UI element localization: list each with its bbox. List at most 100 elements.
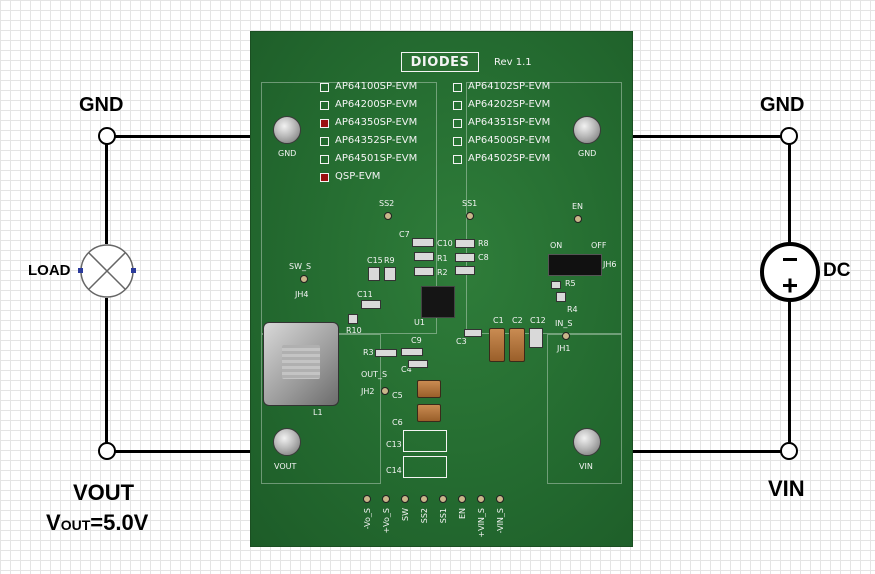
en-testpoint bbox=[574, 215, 582, 223]
r2-label: R2 bbox=[437, 268, 448, 277]
vin-post bbox=[573, 428, 601, 456]
wire-gnd-left-horizontal bbox=[107, 135, 252, 138]
c13-label: C13 bbox=[386, 440, 402, 449]
u1-ic bbox=[421, 286, 455, 318]
ss2-testpoint bbox=[384, 212, 392, 220]
variant-label-ap64351sp: AP64351SP-EVM bbox=[468, 117, 551, 128]
header-label-vin-s-pos: +VIN_S bbox=[477, 508, 486, 538]
evaluation-board: DIODES Rev 1.1 AP64100SP-EVM AP64200SP-E… bbox=[250, 31, 633, 547]
part-r9 bbox=[384, 267, 396, 281]
jh2-testpoint bbox=[381, 387, 389, 395]
diodes-logo: DIODES bbox=[401, 52, 479, 72]
wire-vin-horizontal bbox=[630, 450, 790, 453]
on-label: ON bbox=[550, 241, 563, 250]
capacitor-c5 bbox=[417, 380, 441, 398]
wire-right-vertical-top bbox=[788, 137, 791, 244]
vin-post-label: VIN bbox=[579, 462, 593, 471]
jh4-testpoint bbox=[300, 275, 308, 283]
variant-label-qsp: QSP-EVM bbox=[335, 171, 381, 182]
header-label-sw: SW bbox=[401, 508, 410, 521]
header-label-vin-s-neg: -VIN_S bbox=[496, 508, 505, 534]
vout-label: VOUT bbox=[73, 480, 135, 505]
gnd-right-terminal bbox=[780, 127, 798, 145]
variant-label-ap64200sp: AP64200SP-EVM bbox=[335, 99, 418, 110]
r9-label: R9 bbox=[384, 256, 395, 265]
variant-checkbox-ap64100sp bbox=[320, 83, 329, 92]
header-label-en: EN bbox=[458, 508, 467, 520]
variant-label-ap64202sp: AP64202SP-EVM bbox=[468, 99, 551, 110]
part-c12 bbox=[529, 328, 543, 348]
c9-label: C9 bbox=[411, 336, 422, 345]
c14-label: C14 bbox=[386, 466, 402, 475]
part-c3 bbox=[464, 329, 482, 337]
variant-label-ap64500sp: AP64500SP-EVM bbox=[468, 135, 551, 146]
jh4-label: JH4 bbox=[295, 290, 309, 299]
jh1-testpoint bbox=[562, 332, 570, 340]
variant-checkbox-ap64500sp bbox=[453, 137, 462, 146]
en-jumper-header[interactable] bbox=[548, 254, 602, 276]
header-label-ss1: SS1 bbox=[439, 508, 448, 524]
gnd-right-post-label: GND bbox=[578, 149, 597, 158]
vin-terminal bbox=[780, 442, 798, 460]
variant-label-ap64100sp: AP64100SP-EVM bbox=[335, 81, 418, 92]
header-pin-7 bbox=[477, 495, 485, 503]
header-label-vo-s-neg: -Vo_S bbox=[363, 508, 372, 530]
sw-s-label: SW_S bbox=[289, 262, 312, 271]
gnd-left-post-label: GND bbox=[278, 149, 297, 158]
gnd-left-terminal bbox=[98, 127, 116, 145]
jh2-label: JH2 bbox=[361, 387, 375, 396]
gnd-left-label: GND bbox=[79, 94, 124, 116]
part-c15 bbox=[368, 267, 380, 281]
header-pin-2 bbox=[382, 495, 390, 503]
wire-left-vertical-top bbox=[105, 137, 108, 244]
inductor-marking bbox=[282, 345, 320, 379]
c8-label: C8 bbox=[478, 253, 489, 262]
variant-label-ap64501sp: AP64501SP-EVM bbox=[335, 153, 418, 164]
part-r5 bbox=[551, 281, 561, 289]
variant-label-ap64352sp: AP64352SP-EVM bbox=[335, 135, 418, 146]
board-outline-top-left bbox=[261, 82, 437, 334]
c5-label: C5 bbox=[392, 391, 403, 400]
jh1-label: JH1 bbox=[557, 344, 571, 353]
capacitor-c2 bbox=[509, 328, 525, 362]
r5-label: R5 bbox=[565, 279, 576, 288]
part-c8 bbox=[455, 253, 475, 262]
dc-label: DC bbox=[823, 260, 851, 281]
vout-value: VOUT=5.0V bbox=[46, 510, 149, 535]
part-c4 bbox=[408, 360, 428, 368]
ss1-label: SS1 bbox=[462, 199, 478, 208]
header-label-ss2: SS2 bbox=[420, 508, 429, 524]
jh6-label: JH6 bbox=[603, 260, 617, 269]
off-label: OFF bbox=[591, 241, 607, 250]
capacitor-c6 bbox=[417, 404, 441, 422]
header-label-vo-s-pos: +Vo_S bbox=[382, 508, 391, 534]
gnd-right-post bbox=[573, 116, 601, 144]
ss1-testpoint bbox=[466, 212, 474, 220]
header-pin-1 bbox=[363, 495, 371, 503]
r1-label: R1 bbox=[437, 254, 448, 263]
variant-label-ap64102sp: AP64102SP-EVM bbox=[468, 81, 551, 92]
variant-label-ap64502sp: AP64502SP-EVM bbox=[468, 153, 551, 164]
en-label: EN bbox=[572, 202, 584, 211]
c6-label: C6 bbox=[392, 418, 403, 427]
part-r3 bbox=[375, 349, 397, 357]
inductor-l1 bbox=[263, 322, 339, 406]
c10-label: C10 bbox=[437, 239, 453, 248]
variant-label-ap64350sp: AP64350SP-EVM bbox=[335, 117, 418, 128]
variant-checkbox-ap64501sp bbox=[320, 155, 329, 164]
c3-label: C3 bbox=[456, 337, 467, 346]
part-c9 bbox=[401, 348, 423, 356]
variant-checkbox-ap64502sp bbox=[453, 155, 462, 164]
r8-label: R8 bbox=[478, 239, 489, 248]
part-r2 bbox=[414, 267, 434, 276]
wire-gnd-right-horizontal bbox=[630, 135, 790, 138]
wire-left-vertical-bottom bbox=[105, 298, 108, 450]
c1-label: C1 bbox=[493, 316, 504, 325]
c4-label: C4 bbox=[401, 365, 412, 374]
c2-label: C2 bbox=[512, 316, 523, 325]
variant-checkbox-ap64352sp bbox=[320, 137, 329, 146]
out-s-label: OUT_S bbox=[361, 370, 388, 379]
part-c7 bbox=[412, 238, 434, 247]
part-r4 bbox=[556, 292, 566, 302]
vin-label: VIN bbox=[768, 476, 805, 501]
